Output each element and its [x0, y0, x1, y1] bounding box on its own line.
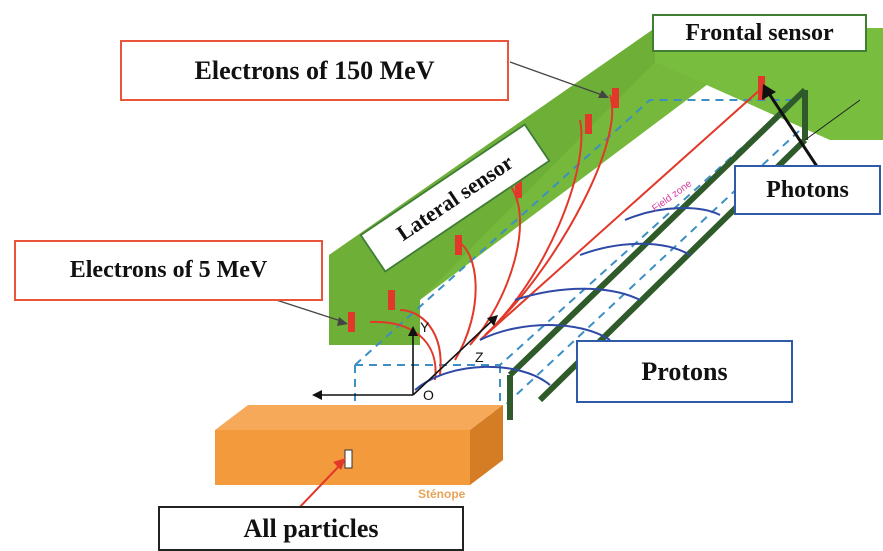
photons-arrow	[766, 91, 820, 169]
pointer-arrows	[266, 61, 606, 323]
electron-trajectories	[369, 87, 763, 381]
pinhole	[344, 449, 353, 469]
stenope-block-top	[215, 405, 503, 430]
frontal-sensor-text: Frontal sensor	[685, 19, 834, 46]
photons-label: Photons	[734, 165, 881, 215]
axes	[316, 317, 496, 396]
electron-hit-marks	[348, 76, 765, 332]
frontal-sensor-label: Frontal sensor	[652, 14, 867, 52]
protons-text: Protons	[641, 356, 728, 386]
axis-y-label: Y	[420, 319, 430, 335]
axis-arrowheads	[312, 315, 498, 400]
origin-label: O	[423, 387, 434, 403]
all-particles-text: All particles	[243, 513, 379, 543]
electrons-150-text: Electrons of 150 MeV	[194, 55, 435, 85]
electrons-5-text: Electrons of 5 MeV	[69, 257, 268, 283]
photons-text: Photons	[766, 176, 849, 203]
stenope-block-front	[215, 430, 470, 485]
axis-z-label: Z	[475, 349, 484, 365]
pointer-arrowheads	[337, 90, 609, 326]
frontal-sensor-wall	[655, 28, 883, 140]
stenope-block-side	[470, 405, 503, 485]
all-particles-label: All particles	[158, 506, 464, 551]
photons-arrowhead	[762, 84, 776, 100]
electrons-150-label: Electrons of 150 MeV	[120, 40, 509, 101]
all-particles-arrow	[296, 462, 343, 511]
all-particles-arrowhead	[333, 458, 346, 470]
electrons-5-label: Electrons of 5 MeV	[14, 240, 323, 301]
stenope-label: Sténope	[418, 487, 466, 501]
protons-label: Protons	[576, 340, 793, 403]
beam-axis-line	[804, 99, 861, 141]
